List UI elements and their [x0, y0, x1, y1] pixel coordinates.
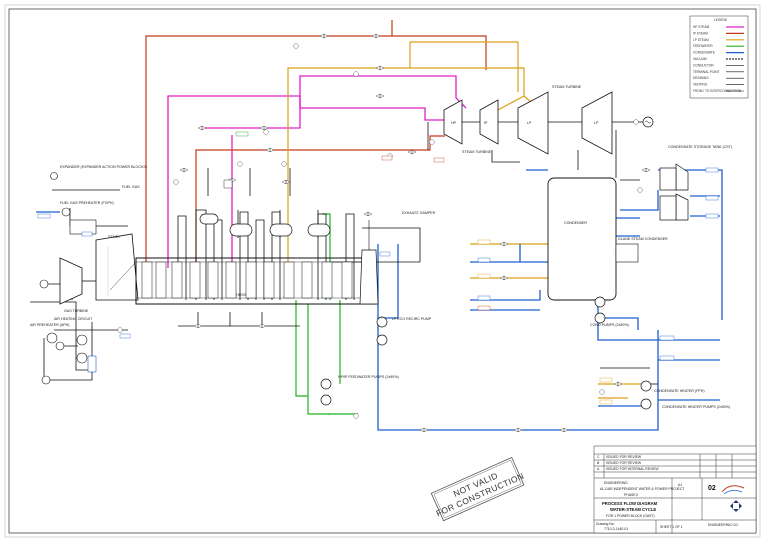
- cond-storage-label: CONDENSATE STORAGE TANK (CST): [668, 145, 732, 149]
- drawing-title-3: FOR 1 POWER BLOCK (GAST): [606, 514, 655, 518]
- condensate-storage-tanks: [660, 164, 688, 220]
- stack-label: STACK: [108, 235, 120, 239]
- condenser: [548, 178, 616, 300]
- fuel-gas-label: FUEL GAS: [122, 185, 140, 189]
- sheet-number: SHEET 1 OF 1: [660, 525, 683, 529]
- legend-title: LEGEND: [714, 18, 728, 22]
- legend-item-label: FEEDWATER: [693, 44, 713, 48]
- air-heating-label: AIR HEATING CIRCUIT: [54, 317, 93, 321]
- ip-turbine-label: IP: [484, 121, 488, 125]
- cond-heater-pumps-label: CONDENSATE HEATER PUMPS (2x50%): [662, 405, 730, 409]
- exhaust-damper-label: EXHAUST DAMPER: [402, 211, 436, 215]
- legend-item-label: VACUUM: [693, 57, 707, 61]
- drawing-revision: 02: [708, 485, 716, 492]
- hp-feed-pumps-label: HP/IP FEEDWATER PUMPS (2x50%): [338, 375, 399, 379]
- hp-turbine-label: HP: [451, 121, 457, 125]
- gas-turbine-label: GAS TURBINE: [64, 309, 89, 313]
- drawing-size: A1: [678, 483, 682, 487]
- lp-eco-label: LP ECO RECIRC PUMP: [392, 317, 432, 321]
- legend-item-label: LP STEAM: [693, 38, 709, 42]
- legend-item-label: TERMINAL POINT: [693, 70, 720, 74]
- air-preheater-label: AIR PREHEATER (APH): [30, 323, 69, 327]
- hrsg-label: HRSG: [236, 293, 247, 297]
- air-preheater: [42, 333, 96, 384]
- rev-b-desc: ISSUED FOR REVIEW: [606, 461, 642, 465]
- gland-steam-condenser: [616, 244, 638, 262]
- exhaust-duct: [96, 234, 138, 300]
- drawing-title-1: PROCESS FLOW DIAGRAM: [602, 501, 658, 506]
- cond-pumps-label: COND PUMPS (2x50%): [590, 323, 629, 327]
- generator: [643, 117, 653, 127]
- hrsg-heating-banks: [142, 262, 352, 298]
- not-for-construction-stamp: NOT VALID FOR CONSTRUCTION: [428, 456, 527, 522]
- condenser-label: CONDENSER: [564, 221, 587, 225]
- condensate-lines: [36, 170, 722, 430]
- steam-turbine-top-label: STEAM TURBINE: [552, 85, 582, 89]
- gland-cond-label: GLAND STEAM CONDENSER: [618, 237, 668, 241]
- hp-steam-lines: [168, 76, 466, 268]
- hrsg-drums: [200, 214, 330, 236]
- legend-item-label: CONDENSATE: [693, 51, 715, 55]
- steam-turbine-label: STEAM TURBINE: [462, 150, 492, 154]
- drawing-no: 7710-3-1440-01: [604, 527, 628, 531]
- rev-a-desc: ISSUED FOR INTERNAL REVIEW: [606, 467, 659, 471]
- legend-item-label: VENTING: [693, 83, 708, 87]
- company-name: ENGINEERING CO.: [708, 523, 739, 527]
- project-name: AL-DUR INDEPENDENT WATER & POWER PROJECT: [600, 487, 684, 491]
- legend: LEGEND HP STEAM IP STEAM LP STEAM FEEDWATER…: [690, 16, 748, 98]
- gas-turbine: [40, 258, 96, 304]
- legend-item-label: CONDUCTOR: [693, 63, 714, 67]
- cond-heater-label: CONDENSATE HEATER (FPH): [654, 389, 705, 393]
- lp-turbine-a-label: LP: [527, 121, 532, 125]
- drawing-no-label: Drawing No.: [596, 522, 615, 526]
- project-phase: PHASE II: [624, 493, 638, 497]
- drawing-title-2: WATER-STEAM CYCLE: [610, 507, 656, 512]
- rev-c-desc: ISSUED FOR REVIEW: [606, 455, 642, 459]
- legend-item-label: DRAINING: [693, 76, 709, 80]
- client-name: ENGINEERING: [604, 481, 628, 485]
- legend-item-label: IP STEAM: [693, 31, 708, 35]
- expander-label: EXPANDER (EXPANDER ACTION POWER BLOCKS): [60, 165, 147, 169]
- stack: [360, 220, 378, 304]
- fuel-gas-preheater-label: FUEL GAS PREHEATER (FGPH): [60, 201, 114, 205]
- lp-turbine-b-label: LP: [594, 121, 599, 125]
- legend-item-label: HP STEAM: [693, 25, 710, 29]
